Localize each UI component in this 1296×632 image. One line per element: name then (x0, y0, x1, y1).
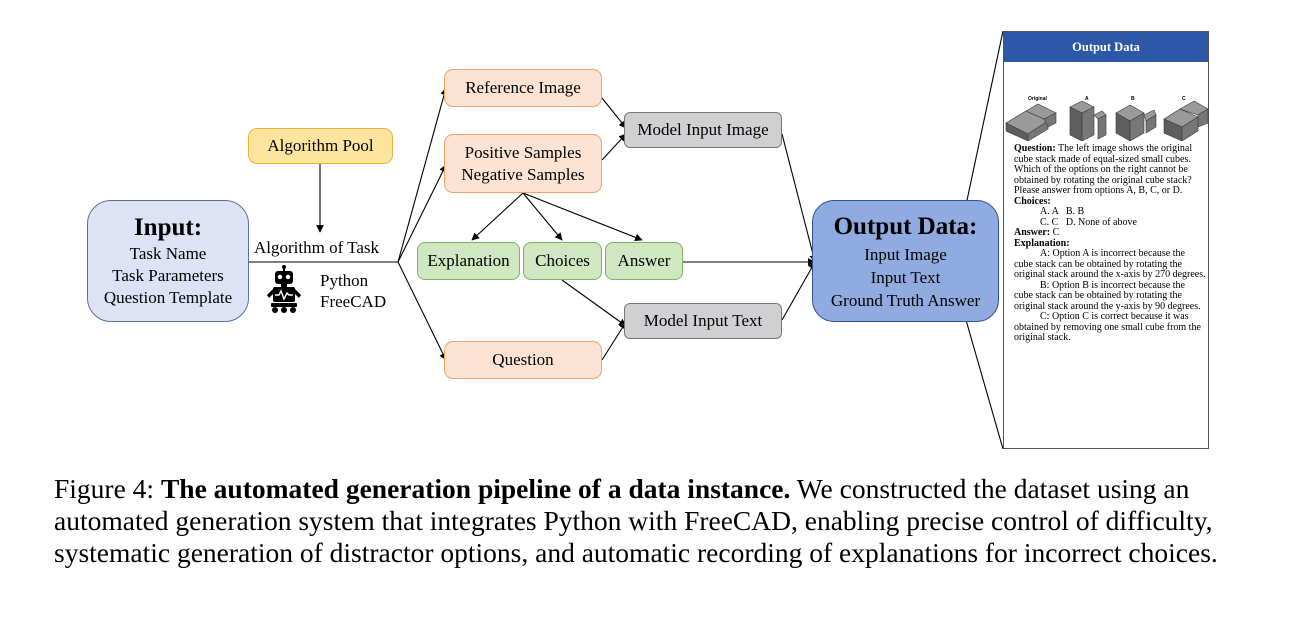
input-box: Input: Task Name Task Parameters Questio… (87, 200, 249, 322)
choices-line-1: A. A B. B (1040, 206, 1085, 217)
choices-heading: Choices: (1014, 195, 1051, 207)
card-text: Question: The left image shows the origi… (1014, 143, 1206, 344)
model-input-image-box: Model Input Image (624, 112, 782, 148)
cube-original (1005, 103, 1057, 141)
caption-bold: The automated generation pipeline of a d… (160, 473, 791, 504)
hub-to-question-arrow (397, 261, 447, 361)
card-header: Output Data (1004, 32, 1208, 62)
algorithm-of-task-label: Algorithm of Task (254, 238, 380, 257)
choices-label: Choices (535, 251, 590, 270)
choices-to-model-text-arrow (561, 279, 627, 327)
cube-option-c (1163, 101, 1209, 141)
hub-to-samples-arrow (397, 164, 447, 263)
zoom-line-bottom (965, 319, 1004, 450)
cube-stack-images (1005, 101, 1209, 141)
robot-icon (267, 265, 301, 313)
model-input-text-box: Model Input Text (624, 303, 782, 339)
samples-box: Positive Samples Negative Samples (444, 134, 602, 193)
output-data-box: Output Data: Input Image Input Text Grou… (812, 200, 999, 322)
explanation-label: Explanation (427, 251, 510, 270)
samples-to-answer-arrow (522, 192, 643, 242)
negative-samples-label: Negative Samples (461, 164, 585, 184)
explanation-b: B: Option B is incorrect because the cub… (1014, 279, 1201, 312)
question-label: Question (492, 350, 554, 369)
caption-prefix: Figure 4: (54, 473, 161, 504)
image-label-original: Original (1028, 96, 1047, 102)
input-line-question-template: Question Template (103, 288, 233, 307)
samples-to-choices-arrow (522, 192, 563, 241)
model-text-to-output-arrow (781, 261, 816, 321)
image-label-c: C (1182, 96, 1186, 102)
positive-samples-label: Positive Samples (464, 142, 582, 162)
explanation-a: A: Option A is incorrect because the cub… (1014, 248, 1206, 280)
question-to-model-text-arrow (601, 321, 627, 361)
answer-label: Answer (617, 251, 671, 270)
card-answer: Answer: C (1014, 227, 1206, 239)
question-heading: Question: (1014, 143, 1056, 154)
card-question: Question: The left image shows the origi… (1014, 143, 1206, 197)
input-line-task-parameters: Task Parameters (112, 266, 224, 285)
choices-line-2: C. C D. None of above (1040, 216, 1137, 228)
question-box: Question (444, 341, 602, 379)
answer-heading: Answer: (1014, 227, 1051, 238)
caption-body: We constructed the dataset using an auto… (54, 473, 1218, 568)
algorithm-pool-label: Algorithm Pool (267, 136, 374, 155)
tool-freecad-label: FreeCAD (320, 292, 387, 311)
output-title: Output Data: (833, 212, 978, 240)
question-body: The left image shows the original cube s… (1014, 143, 1193, 196)
samples-to-explanation-arrow (471, 192, 524, 241)
input-title: Input: (133, 214, 203, 241)
reference-to-model-image-arrow (601, 97, 627, 129)
explanation-box: Explanation (417, 242, 520, 280)
reference-image-box: Reference Image (444, 69, 602, 107)
input-line-task-name: Task Name (129, 244, 207, 263)
explanation-c: C: Option C is correct because it was ob… (1014, 311, 1201, 343)
tool-python-label: Python (320, 271, 369, 290)
model-input-image-label: Model Input Image (637, 120, 769, 139)
model-image-to-output-arrow (781, 133, 817, 263)
samples-to-model-image-arrow (601, 133, 627, 161)
answer-value: C (1052, 227, 1060, 238)
cube-option-b (1115, 104, 1157, 141)
choices-box: Choices (523, 242, 602, 280)
output-line-input-image: Input Image (864, 244, 947, 264)
answer-box: Answer (605, 242, 683, 280)
output-line-ground-truth: Ground Truth Answer (830, 290, 981, 310)
output-data-card: Output Data Original A B C (1003, 31, 1209, 449)
algorithm-pool-box: Algorithm Pool (248, 128, 393, 164)
explanation-heading: Explanation: (1014, 237, 1070, 249)
cube-option-a (1069, 101, 1107, 141)
model-input-text-label: Model Input Text (643, 311, 763, 330)
output-line-input-text: Input Text (870, 267, 941, 287)
image-label-b: B (1131, 96, 1135, 102)
figure-caption: Figure 4: The automated generation pipel… (54, 473, 1254, 569)
reference-image-label: Reference Image (465, 78, 581, 97)
zoom-line-top (965, 30, 1004, 206)
image-label-a: A (1085, 96, 1089, 102)
hub-to-reference-arrow (397, 87, 448, 263)
